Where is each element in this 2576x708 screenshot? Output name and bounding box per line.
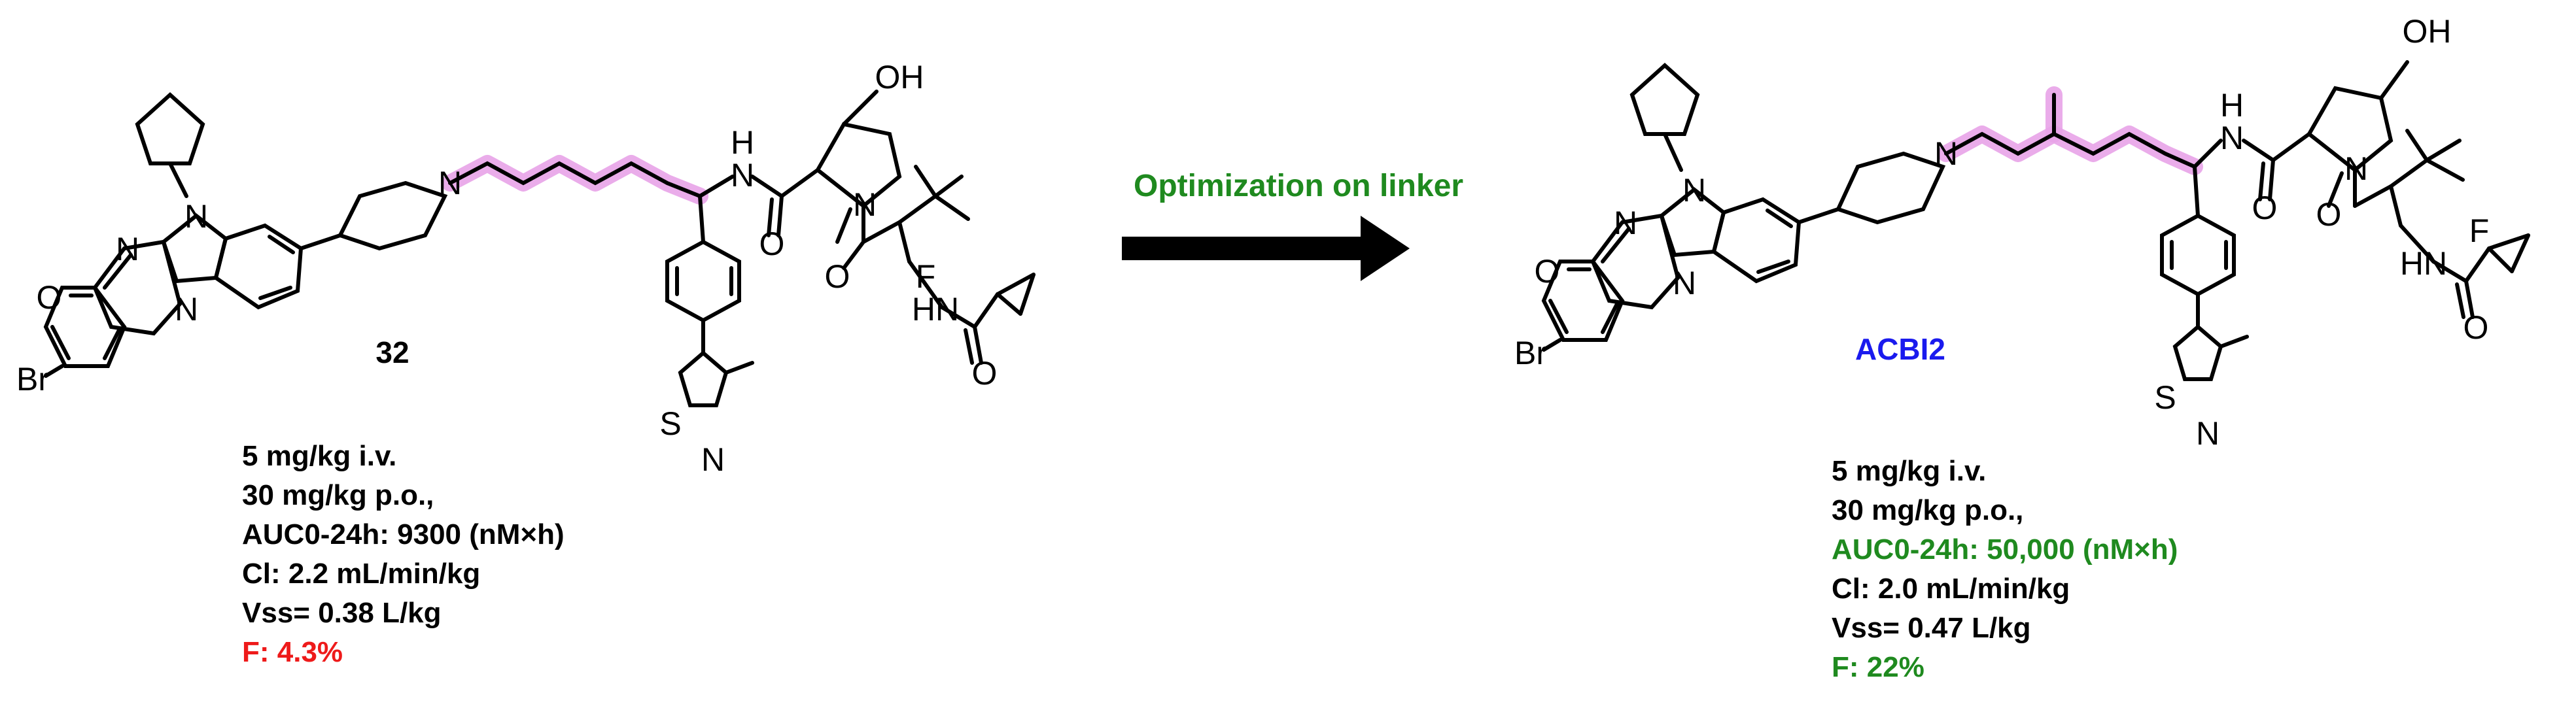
- compound-acbi2-label: ACBI2: [1855, 332, 1945, 366]
- property-vss: Vss= 0.38 L/kg: [242, 597, 442, 629]
- compound-acbi2-properties: 5 mg/kg i.v. 30 mg/kg p.o., AUC0-24h: 50…: [1832, 455, 2178, 683]
- property-bioavailability: F: 4.3%: [242, 636, 343, 668]
- atom-oh: OH: [875, 59, 924, 95]
- atom-s: S: [659, 405, 681, 442]
- atom-n3: N: [175, 291, 198, 328]
- atom-n-thiazole: N: [701, 441, 725, 478]
- atom-n-piperidine: N: [438, 165, 462, 201]
- property-vss: Vss= 0.47 L/kg: [1832, 612, 2031, 644]
- property-clearance: Cl: 2.0 mL/min/kg: [1832, 573, 2070, 605]
- property-auc: AUC0-24h: 9300 (nM×h): [242, 518, 565, 550]
- property-po-dose: 30 mg/kg p.o.,: [242, 479, 434, 511]
- atom-n-proline: N: [2344, 150, 2368, 187]
- property-bioavailability: F: 22%: [1832, 651, 1924, 683]
- property-auc: AUC0-24h: 50,000 (nM×h): [1832, 533, 2178, 565]
- atom-n-proline: N: [853, 186, 877, 223]
- atom-o3: O: [2463, 309, 2489, 346]
- atom-hn: HN: [2400, 245, 2447, 282]
- atom-nh-n: N: [2220, 120, 2244, 156]
- atom-n2: N: [116, 231, 139, 267]
- atom-n3: N: [1673, 265, 1696, 301]
- compound-32-properties: 5 mg/kg i.v. 30 mg/kg p.o., AUC0-24h: 93…: [242, 440, 565, 668]
- atom-f: F: [916, 258, 936, 295]
- property-clearance: Cl: 2.2 mL/min/kg: [242, 558, 480, 590]
- atom-n1: N: [1682, 172, 1706, 209]
- atom-n-thiazole: N: [2196, 415, 2219, 452]
- atom-o-carbonyl: O: [1535, 253, 1560, 290]
- property-iv-dose: 5 mg/kg i.v.: [1832, 455, 1986, 487]
- atom-o3: O: [972, 355, 998, 392]
- atom-br: Br: [1514, 335, 1547, 371]
- atom-hn: HN: [912, 291, 959, 328]
- atom-n1: N: [184, 198, 208, 235]
- property-iv-dose: 5 mg/kg i.v.: [242, 440, 396, 472]
- atom-nh-h: H: [2220, 87, 2244, 124]
- compound-32-label: 32: [375, 335, 409, 369]
- atom-o2: O: [2316, 196, 2342, 233]
- atom-oh: OH: [2403, 13, 2452, 50]
- atom-n2: N: [1614, 205, 1637, 241]
- atom-nh-n: N: [731, 157, 754, 194]
- atom-o-carbonyl: O: [37, 279, 62, 316]
- atom-f: F: [2469, 212, 2490, 249]
- property-po-dose: 30 mg/kg p.o.,: [1832, 494, 2023, 526]
- atom-br: Br: [16, 361, 49, 397]
- compound-acbi2-structure: N N N O Br N H N OH N O O F HN O S N: [1514, 13, 2530, 452]
- atom-n-piperidine: N: [1934, 135, 1958, 172]
- atom-o1: O: [759, 226, 785, 262]
- arrow-label: Optimization on linker: [1134, 169, 1463, 203]
- atom-s: S: [2154, 379, 2176, 416]
- reaction-arrow: [1122, 216, 1410, 281]
- atom-o1: O: [2252, 190, 2278, 226]
- atom-o2: O: [825, 258, 850, 295]
- atom-nh-h: H: [731, 124, 754, 161]
- compound-32-structure: N N N O Br N H N OH N O O F HN O S N: [16, 59, 1036, 478]
